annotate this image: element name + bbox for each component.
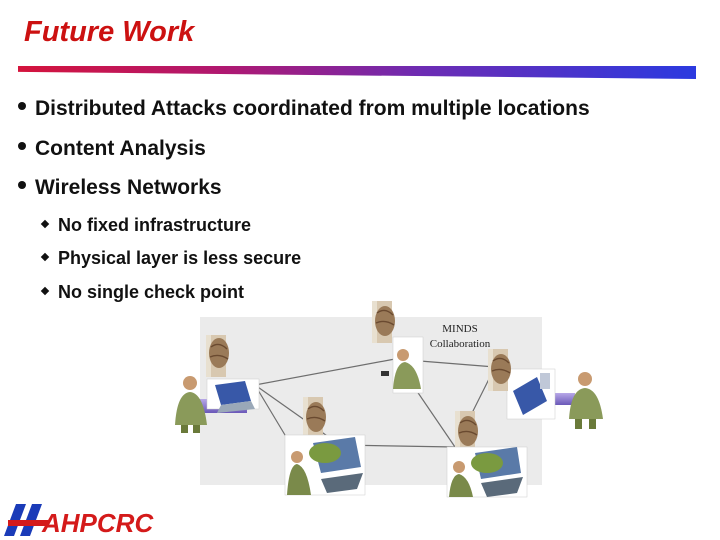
diamond-bullet-icon xyxy=(40,252,50,262)
soldier-group-with-ship xyxy=(446,446,528,498)
ahpcrc-logo: AHPCRC xyxy=(4,504,154,538)
diamond-bullet-icon xyxy=(40,286,50,296)
diagram-label-minds: MINDS xyxy=(442,323,477,335)
bullet-dot-icon xyxy=(18,102,26,110)
bullet-text: Wireless Networks xyxy=(35,176,222,199)
sub-bullet-text: Physical layer is less secure xyxy=(58,248,302,268)
slide-title: Future Work xyxy=(24,16,195,48)
bullet-dot-icon xyxy=(18,142,26,150)
logo-text: AHPCRC xyxy=(41,508,154,538)
laptop-icon xyxy=(206,378,260,413)
minds-brain-icon xyxy=(372,301,395,343)
bullet-item: Content Analysis xyxy=(18,137,206,161)
diamond-bullet-icon xyxy=(40,219,50,229)
bullet-dot-icon xyxy=(18,181,26,189)
soldier-figure-right xyxy=(569,372,603,429)
soldier-figure-center xyxy=(381,336,424,394)
title-underline-bar xyxy=(18,66,696,79)
diagram-label-collaboration: Collaboration xyxy=(430,338,491,350)
minds-collaboration-diagram: MINDS Collaboration xyxy=(175,301,603,498)
bullet-text: Content Analysis xyxy=(35,137,206,160)
soldier-figure-left xyxy=(175,376,207,433)
minds-brain-icon xyxy=(488,349,511,391)
laptop-icon xyxy=(506,368,556,420)
sub-bullet-item: Physical layer is less secure xyxy=(40,248,301,269)
bullet-item: Distributed Attacks coordinated from mul… xyxy=(18,97,590,121)
soldier-group-with-ship xyxy=(284,434,366,496)
minds-brain-icon xyxy=(455,411,478,453)
sub-bullet-item: No fixed infrastructure xyxy=(40,215,251,236)
sub-bullet-text: No fixed infrastructure xyxy=(58,215,252,235)
minds-brain-icon xyxy=(206,335,229,377)
minds-brain-icon xyxy=(303,397,326,439)
bullet-item: Wireless Networks xyxy=(18,176,222,200)
sub-bullet-text: No single check point xyxy=(58,282,245,302)
sub-bullet-item: No single check point xyxy=(40,282,244,303)
bullet-text: Distributed Attacks coordinated from mul… xyxy=(35,97,590,120)
